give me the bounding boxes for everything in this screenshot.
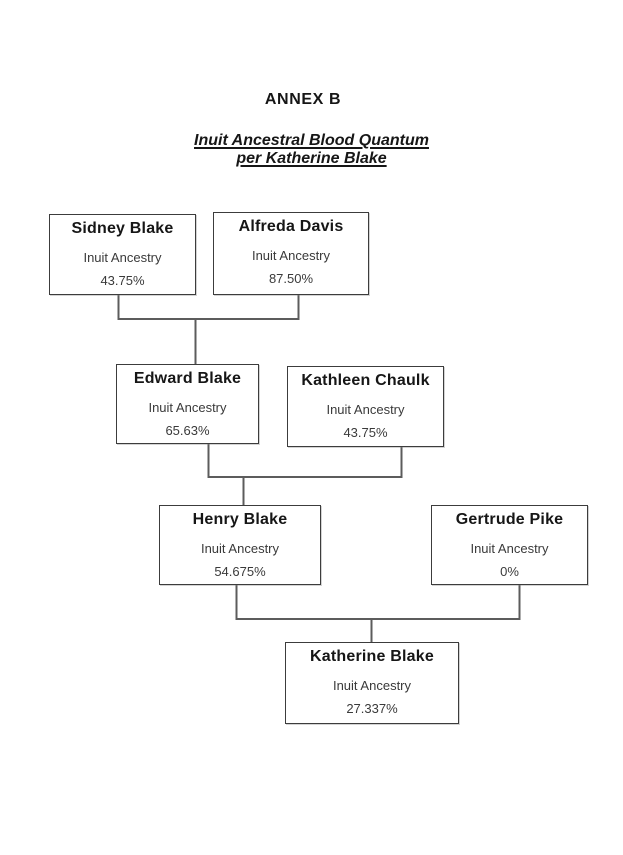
person-box-edward-blake: Edward Blake Inuit Ancestry 65.63% xyxy=(116,364,259,444)
ancestry-percentage: 43.75% xyxy=(343,425,388,440)
ancestry-percentage: 87.50% xyxy=(268,271,314,286)
ancestry-percentage: 27.337% xyxy=(346,701,398,716)
person-box-alfreda-davis: Alfreda Davis Inuit Ancestry 87.50% xyxy=(213,212,369,295)
ancestry-label: Inuit Ancestry xyxy=(251,248,331,263)
ancestry-label: Inuit Ancestry xyxy=(148,400,227,415)
person-box-sidney-blake: Sidney Blake Inuit Ancestry 43.75% xyxy=(49,214,196,295)
person-name: Sidney Blake xyxy=(71,220,174,237)
ancestry-label: Inuit Ancestry xyxy=(83,250,162,265)
ancestry-label: Inuit Ancestry xyxy=(332,678,412,693)
ancestry-label: Inuit Ancestry xyxy=(200,541,280,556)
ancestry-percentage: 54.675% xyxy=(214,564,266,579)
subtitle-line-2: per Katherine Blake xyxy=(236,150,387,167)
person-name: Katherine Blake xyxy=(310,648,434,665)
person-box-henry-blake: Henry Blake Inuit Ancestry 54.675% xyxy=(159,505,321,585)
ancestry-label: Inuit Ancestry xyxy=(470,541,549,556)
person-box-kathleen-chaulk: Kathleen Chaulk Inuit Ancestry 43.75% xyxy=(287,366,444,447)
ancestry-percentage: 43.75% xyxy=(100,273,145,288)
person-box-gertrude-pike: Gertrude Pike Inuit Ancestry 0% xyxy=(431,505,588,585)
person-name: Gertrude Pike xyxy=(455,511,564,528)
person-box-katherine-blake: Katherine Blake Inuit Ancestry 27.337% xyxy=(285,642,459,724)
subtitle-line-1: Inuit Ancestral Blood Quantum xyxy=(194,132,429,149)
person-name: Edward Blake xyxy=(133,370,242,387)
annex-title: ANNEX B xyxy=(264,91,342,108)
ancestry-percentage: 65.63% xyxy=(165,423,210,438)
ancestry-percentage: 0% xyxy=(500,564,519,579)
person-name: Kathleen Chaulk xyxy=(301,372,430,389)
person-name: Alfreda Davis xyxy=(238,218,344,235)
diagram-subtitle: Inuit Ancestral Blood Quantum per Kather… xyxy=(0,132,623,168)
ancestry-label: Inuit Ancestry xyxy=(326,402,405,417)
person-name: Henry Blake xyxy=(192,511,288,528)
